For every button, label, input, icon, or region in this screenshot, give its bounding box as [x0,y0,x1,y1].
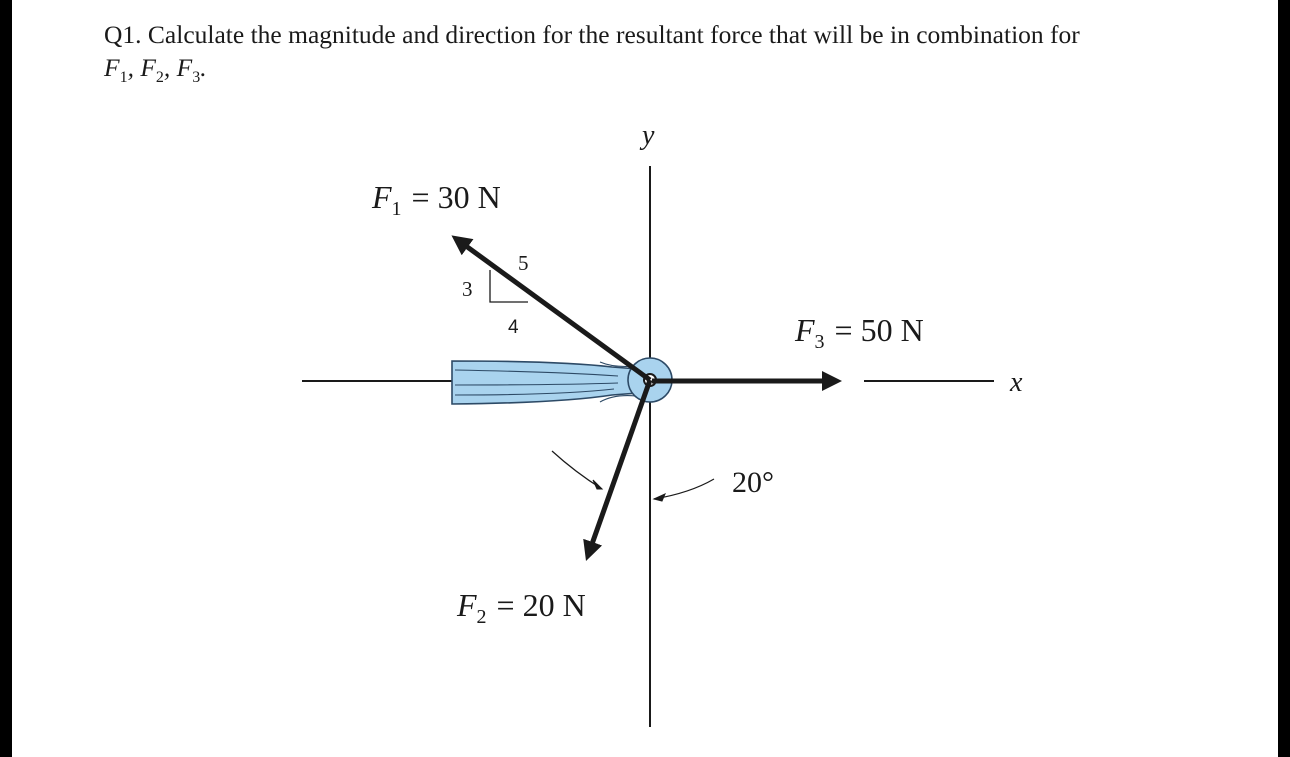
bracket-rod [451,360,639,405]
f3-label: F3= 50 N [794,312,924,353]
angle-label: 20° [732,466,774,499]
question-forces-line: F1, F2, F3. [104,51,1234,94]
y-axis-label: y [639,120,655,151]
slope-triangle [489,270,528,303]
question-number: Q1. [104,20,142,49]
slope-horizontal-label: 4 [508,317,519,338]
f1-arrow [451,235,652,383]
question-body: Calculate the magnitude and direction fo… [147,20,1080,49]
f1-label: F1= 30 N [371,179,501,220]
question-f1-sub: 1 [119,69,128,87]
question-f3-sub: 3 [192,69,201,87]
question-f3-sep: . [200,53,207,82]
question-f3-symbol: F [176,53,193,82]
question-line-1: Q1. Calculate the magnitude and directio… [104,18,1234,51]
question-text: Q1. Calculate the magnitude and directio… [104,18,1234,94]
x-axis-label: x [1009,367,1023,398]
slope-vertical-label: 3 [462,277,473,301]
question-f1-symbol: F [104,53,120,82]
question-f2-symbol: F [140,53,156,82]
question-f2-sep: , [163,53,177,82]
angle-arc-20 [551,450,715,502]
f2-label: F2= 20 N [456,587,586,628]
question-f1-sep: , [127,53,141,82]
f2-arrow [583,379,653,561]
question-f2-sub: 2 [155,69,164,87]
slope-hyp-label: 5 [518,251,529,275]
